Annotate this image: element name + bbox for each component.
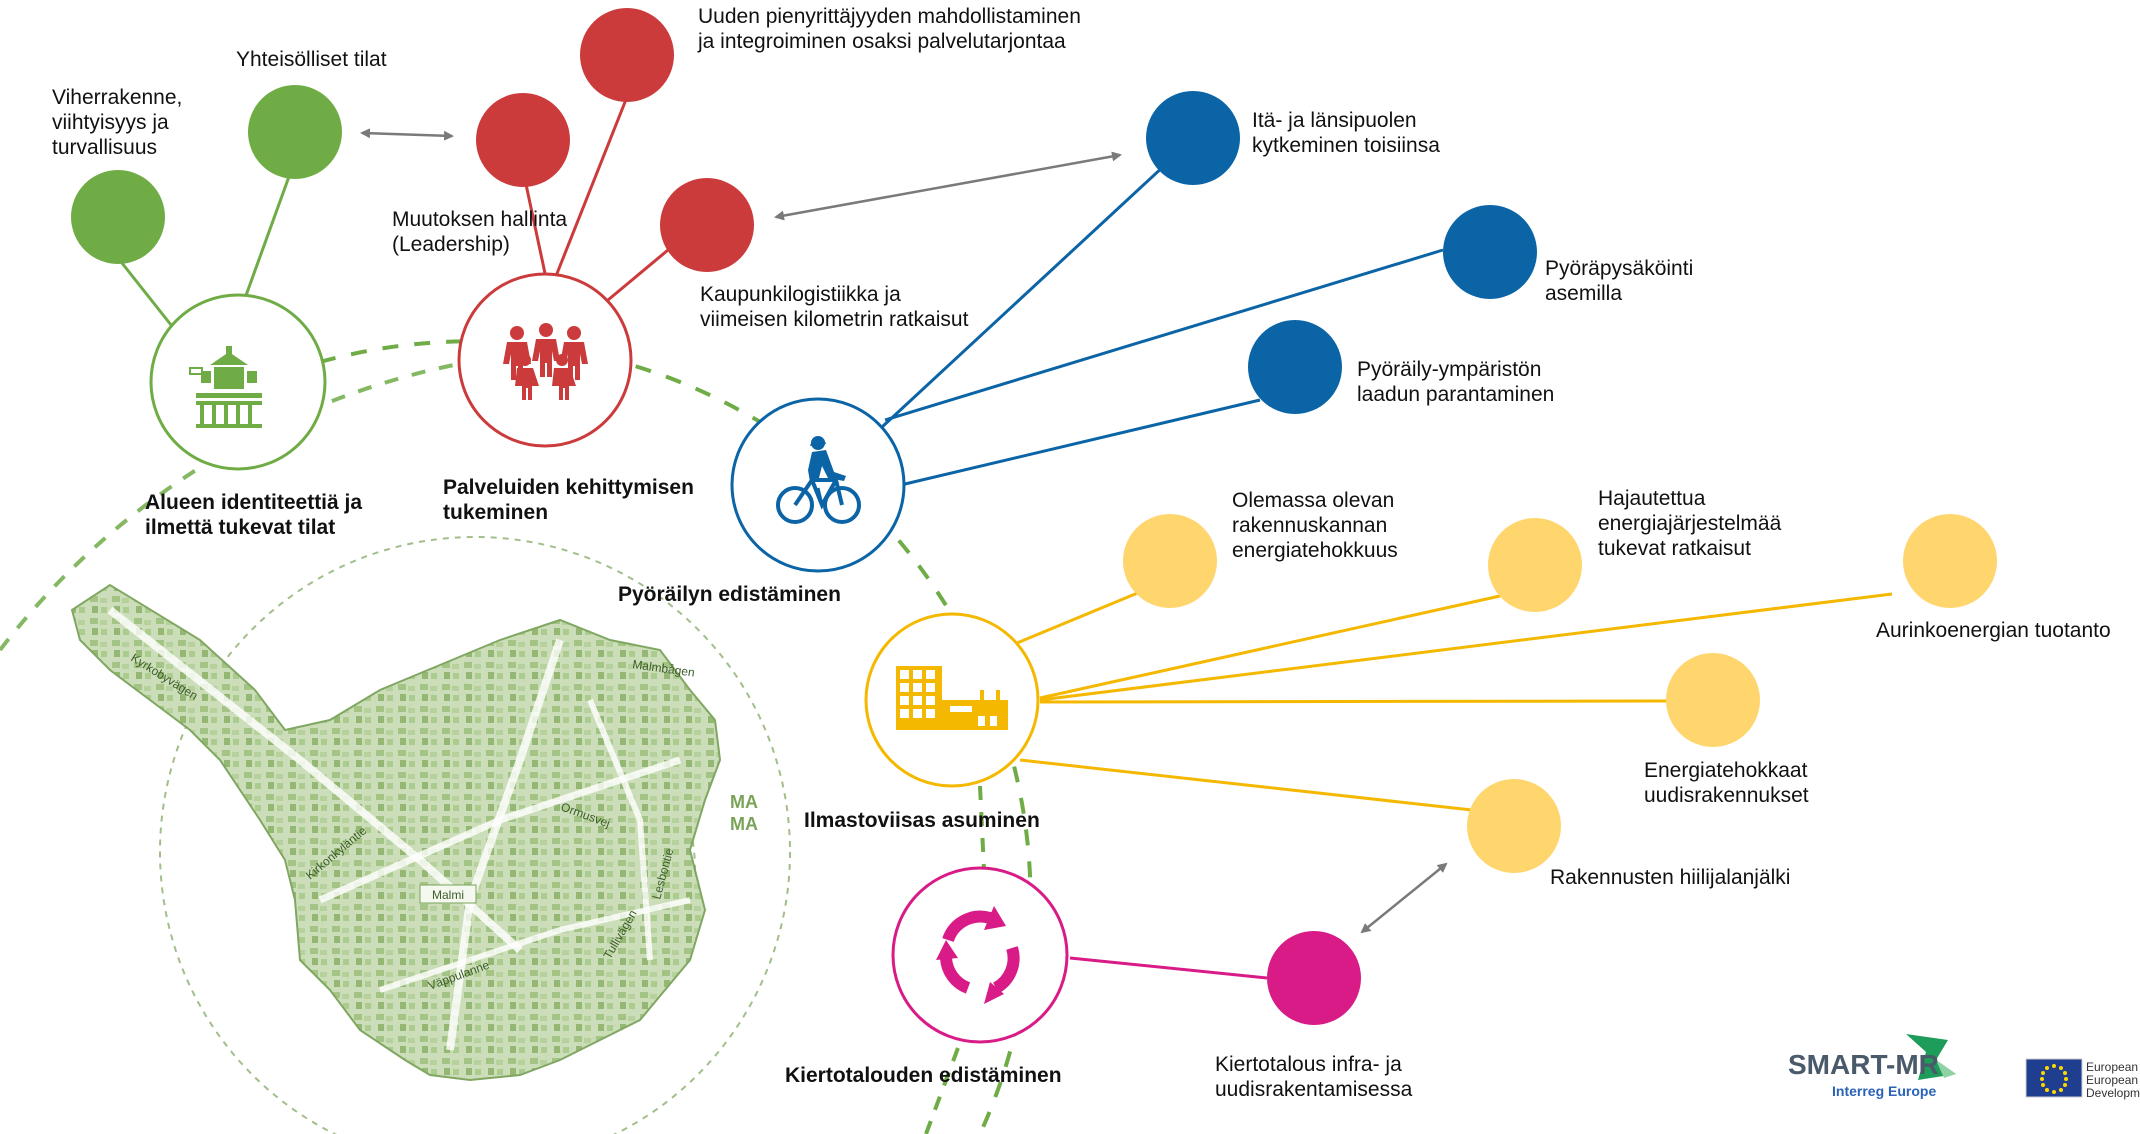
node-ita-lansi-circle (1146, 91, 1240, 185)
svg-text:European: European (2086, 1060, 2138, 1074)
map-street-label: Malmi (432, 888, 464, 902)
node-kiertotalous-label: Kiertotalous infra- ja uudisrakentamises… (1215, 1053, 1413, 1101)
hub-climate-label: Ilmastoviisas asuminen (804, 809, 1040, 832)
hub-cycling-label: Pyöräilyn edistäminen (618, 583, 841, 606)
factory-icon (896, 666, 1008, 730)
node-aurinko-label: Aurinkoenergian tuotanto (1876, 619, 2111, 642)
node-logistiikka-label: Kaupunkilogistiikka ja viimeisen kilomet… (700, 283, 969, 331)
hub-identity-label: Alueen identiteettiä ja ilmettä tukevat … (145, 491, 363, 539)
hub-identity (149, 293, 327, 471)
hub-cycling (730, 397, 906, 573)
district-map: Kyrkobyvägen Malmbågen Ormusvej Kirkonky… (70, 536, 791, 1134)
svg-text:Developm: Developm (2086, 1086, 2140, 1100)
node-aurinko-circle (1903, 514, 1997, 608)
connectors-magenta (1069, 956, 1268, 980)
node-logistiikka-circle (660, 178, 754, 272)
smart-mr-logo: SMART-MR Interreg Europe (1786, 1034, 1966, 1104)
node-hajautettu-label: Hajautettua energiajärjestelmää tukevat … (1598, 487, 1782, 560)
node-viherrakenne-label: Viherrakenne, viihtyisyys ja turvallisuu… (52, 86, 183, 159)
node-olemassa-label: Olemassa olevan rakennuskannan energiate… (1232, 489, 1398, 562)
hub-services-label: Palveluiden kehittymisen tukeminen (443, 476, 694, 524)
node-viherrakenne-circle (71, 170, 165, 264)
node-yhteisolliset-label: Yhteisölliset tilat (236, 48, 387, 71)
node-energiatehokkaat-label: Energiatehokkaat uudisrakennukset (1644, 759, 1809, 807)
svg-text:European: European (2086, 1073, 2138, 1087)
building-icon (189, 346, 262, 428)
cyclist-icon (776, 478, 861, 524)
node-pyoraily-circle (1248, 320, 1342, 414)
node-pyoraily-label: Pyöräily-ympäristön laadun parantaminen (1357, 358, 1555, 406)
node-pienyrittajyys-label: Uuden pienyrittäjyyden mahdollistaminen … (698, 5, 1081, 53)
node-olemassa-circle (1123, 514, 1217, 608)
connectors-red (522, 96, 669, 302)
node-pyorapysakointi-label: Pyöräpysäköinti asemilla (1545, 257, 1694, 305)
hub-services (457, 272, 633, 448)
map-edge-text: MA (730, 814, 758, 834)
node-pyorapysakointi-circle (1443, 205, 1537, 299)
eu-flag-logo: European European Developm (2024, 1055, 2140, 1105)
hub-circular (891, 866, 1069, 1044)
connectors-yellow (1016, 590, 1893, 812)
node-energiatehokkaat-circle (1666, 653, 1760, 747)
theme-circles (71, 8, 1997, 1025)
hub-climate (864, 612, 1040, 788)
node-muutoksen-circle (476, 93, 570, 187)
node-kiertotalous-circle (1267, 931, 1361, 1025)
node-yhteisolliset-circle (248, 85, 342, 179)
recycle-icon (940, 910, 1020, 994)
node-muutoksen-label: Muutoksen hallinta (Leadership) (392, 208, 568, 256)
node-hiilijalanjalki-label: Rakennusten hiilijalanjälki (1550, 866, 1791, 889)
svg-text:SMART-MR: SMART-MR (1788, 1049, 1939, 1080)
node-hajautettu-circle (1488, 518, 1582, 612)
map-edge-text: MA (730, 792, 758, 812)
people-icon (503, 323, 588, 400)
relation-arrows (360, 128, 1448, 934)
node-hiilijalanjalki-circle (1467, 779, 1561, 873)
node-ita-lansi-label: Itä- ja länsipuolen kytkeminen toisiinsa (1252, 109, 1440, 157)
connectors-green (116, 159, 297, 331)
node-pienyrittajyys-circle (580, 8, 674, 102)
svg-text:Interreg Europe: Interreg Europe (1832, 1083, 1936, 1099)
hub-circular-label: Kiertotalouden edistäminen (785, 1064, 1062, 1087)
